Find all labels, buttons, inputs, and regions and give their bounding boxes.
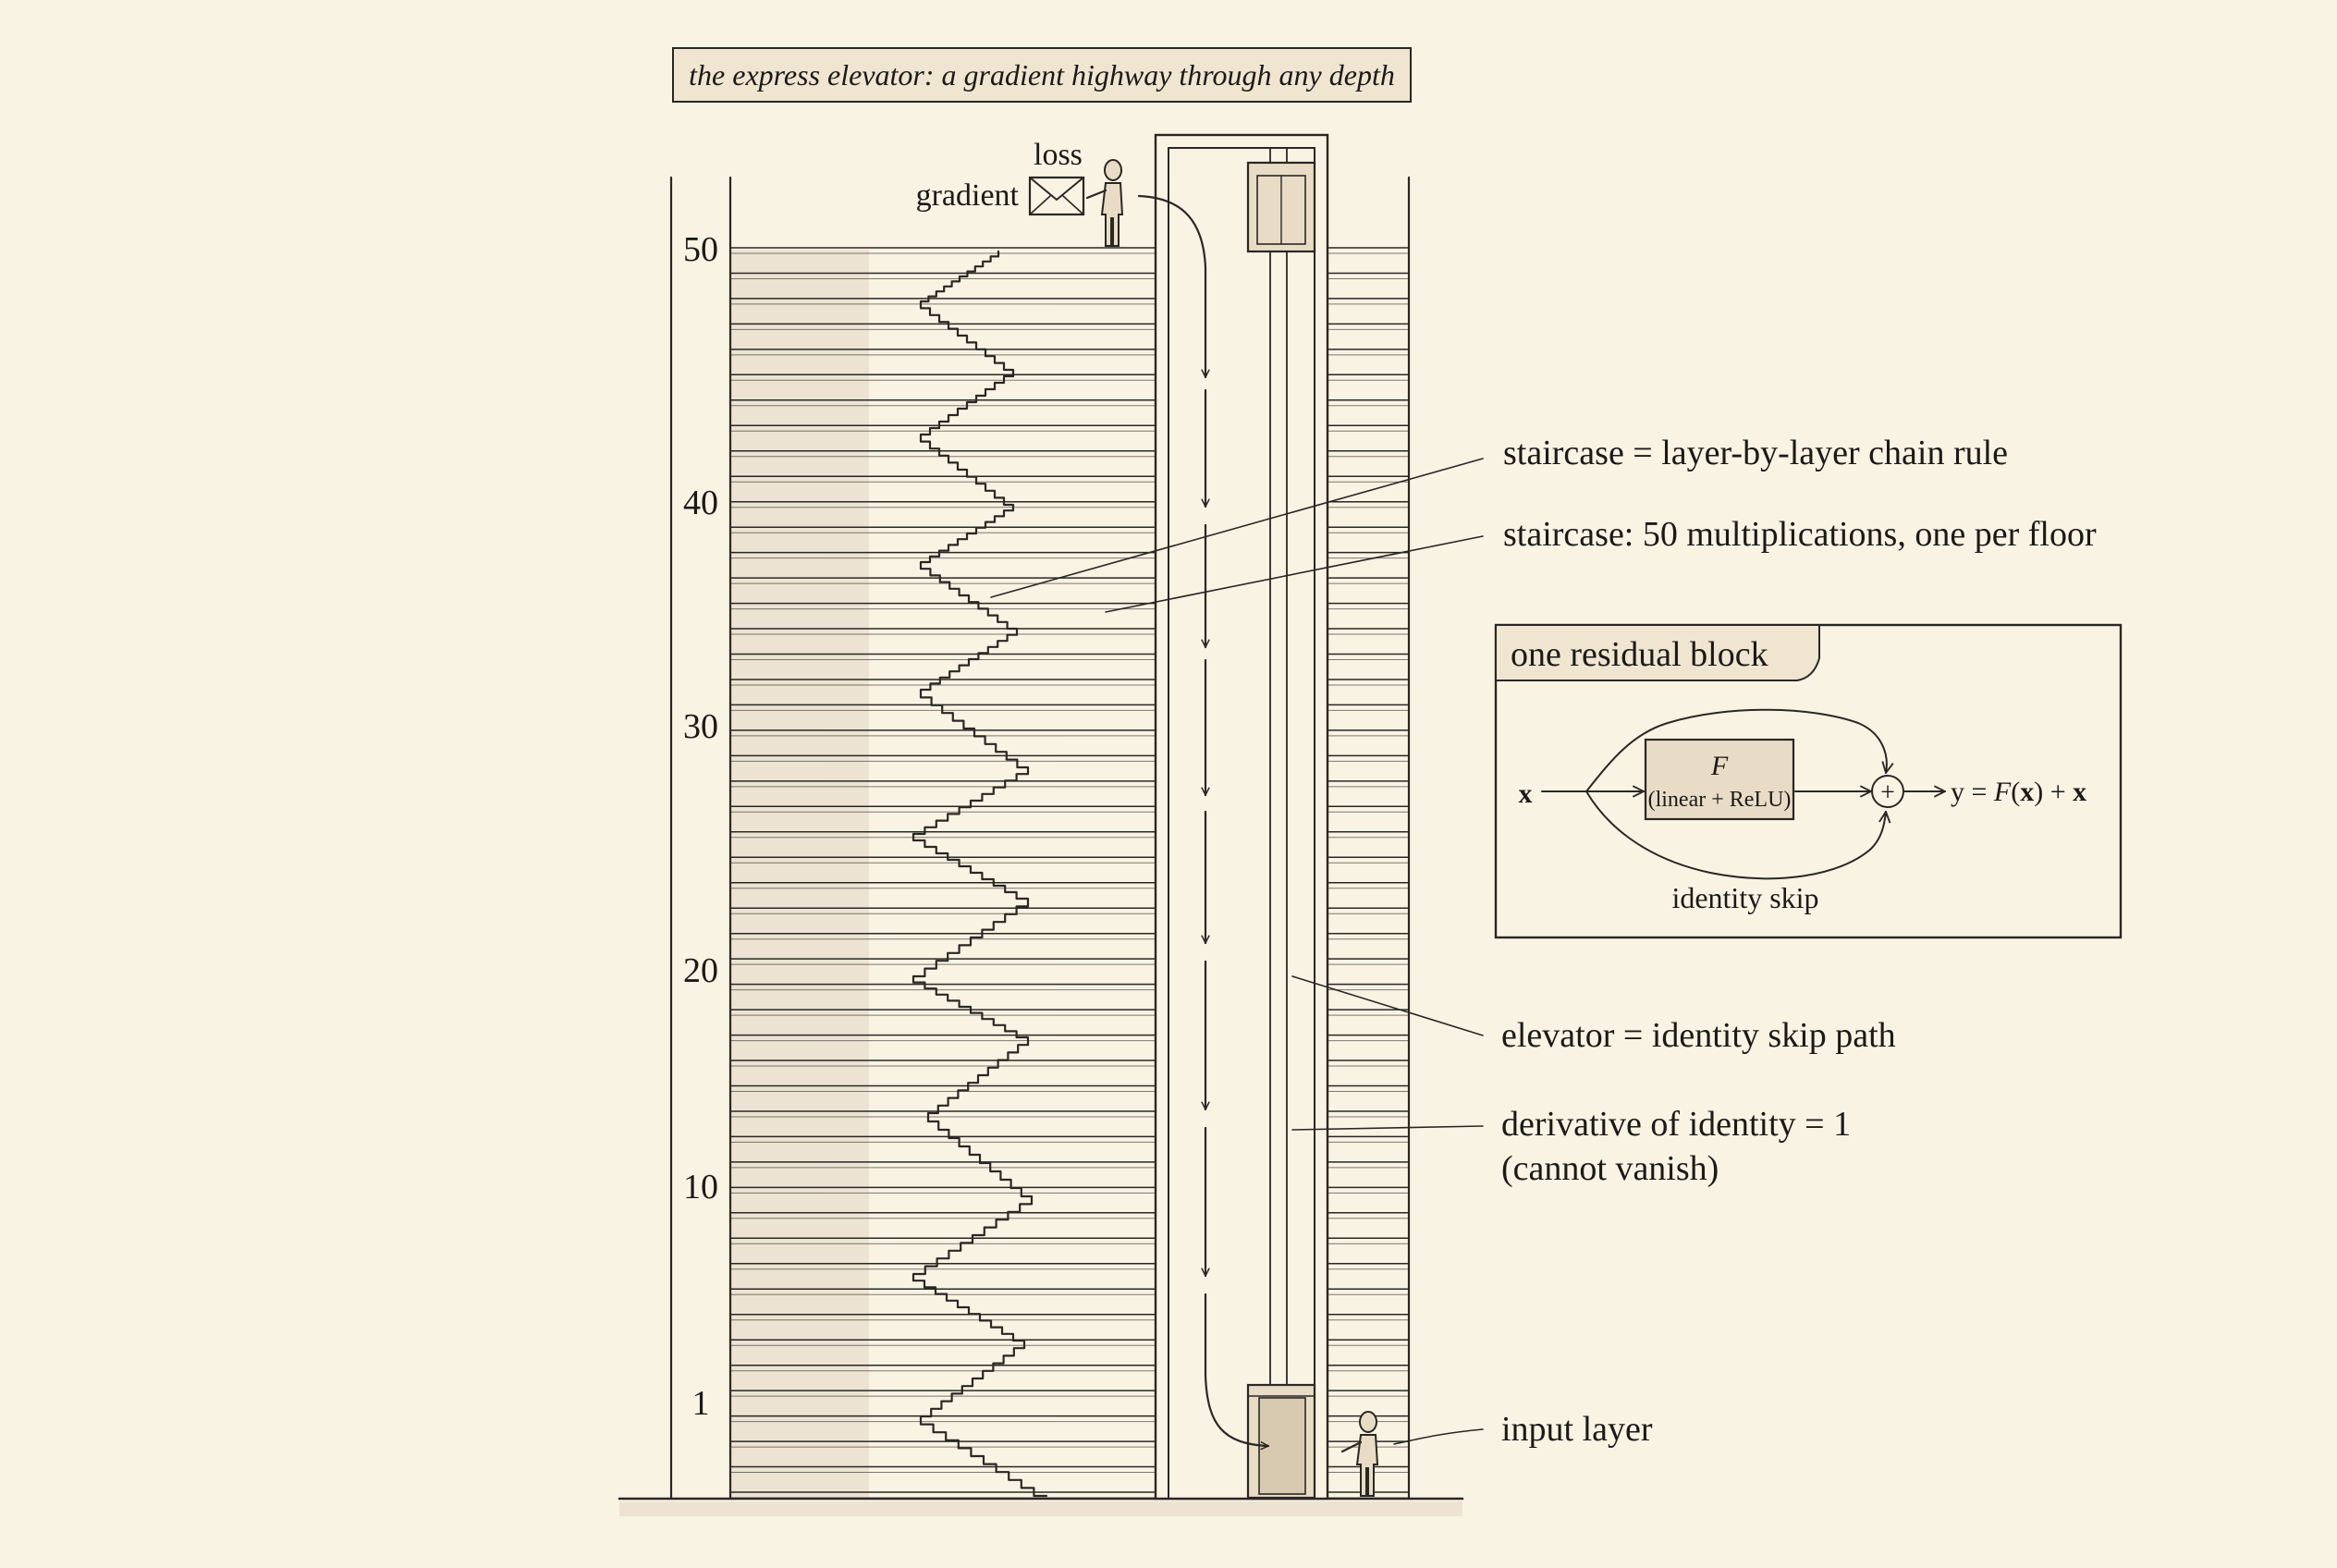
floor-label-1: 1 [692,1384,710,1423]
sum-node-plus: + [1880,778,1895,807]
callout-multiplications: staircase: 50 multiplications, one per f… [1503,515,2097,554]
floor-label-50: 50 [683,230,718,269]
floor-label-20: 20 [683,951,718,990]
callout-leaders [990,458,1484,1445]
function-f-box [1644,738,1795,821]
leader-input-layer [1393,1428,1484,1445]
gradient-curve-arrow [1137,194,1205,379]
top-figure: loss gradient [916,138,1124,247]
output-x: x [2020,777,2034,807]
identity-skip-label: identity skip [1671,881,1818,914]
callout-chain-rule: staircase = layer-by-layer chain rule [1503,434,2008,472]
callout-elevator: elevator = identity skip path [1501,1016,1896,1055]
floor-label-30: 30 [683,707,718,746]
ground-shadow [619,1501,1462,1516]
elevator-car-top [1246,161,1316,253]
output-prefix: y = [1951,777,1994,807]
residual-panel-title: one residual block [1511,635,1768,674]
building [618,176,1464,1516]
staircase [912,250,1048,1498]
residual-input-x: x [1519,778,1533,809]
title-box [672,47,1412,103]
gradient-exit-arrow [1204,1292,1270,1446]
function-f-desc: (linear + ReLU) [1648,788,1792,812]
gradient-label: gradient [916,178,1020,213]
leader-chain-rule [990,458,1484,598]
elevator-car-bottom [1246,1383,1316,1500]
floor-label-10: 10 [683,1168,718,1207]
callout-derivative-line2: (cannot vanish) [1501,1149,1719,1188]
leader-elevator [1291,975,1484,1036]
loss-label: loss [1034,138,1083,172]
residual-block-panel: one residual block x F (linear + ReLU) +… [1494,623,2123,939]
residual-panel-tab [1495,624,1820,681]
staircase-path [912,250,1048,1498]
person-bottom-icon [1340,1411,1379,1497]
leader-derivative [1291,1125,1484,1131]
output-plus: + [2043,777,2073,807]
leader-multiplications [1105,535,1484,613]
output-paren-close: ) [2034,777,2043,807]
elevator-shaft [1137,133,1329,1501]
skip-arc-upper [1585,708,1887,792]
output-paren-open: ( [2011,777,2020,807]
shaft-outer [1154,133,1329,1501]
callouts: staircase = layer-by-layer chain rule st… [1501,434,2097,1449]
title-banner: the express elevator: a gradient highway… [672,47,1412,103]
bottom-figure [1340,1411,1379,1497]
title-text: the express elevator: a gradient highway… [689,58,1395,92]
floor-label-40: 40 [683,484,718,522]
output-x2: x [2073,777,2086,807]
residual-output-formula: y = F(x) + x [1951,777,2086,807]
envelope-icon [1028,176,1085,216]
callout-input-layer: input layer [1501,1410,1653,1449]
floor-slabs [729,247,1410,1499]
person-top-icon [1085,159,1124,247]
function-f-name: F [1710,751,1729,781]
output-f: F [1993,777,2012,807]
building-wash [730,250,869,1498]
floor-labels: 50 40 30 20 10 1 [683,230,718,1423]
skip-arc-lower [1585,790,1886,880]
callout-derivative-line1: derivative of identity = 1 [1501,1105,1851,1144]
